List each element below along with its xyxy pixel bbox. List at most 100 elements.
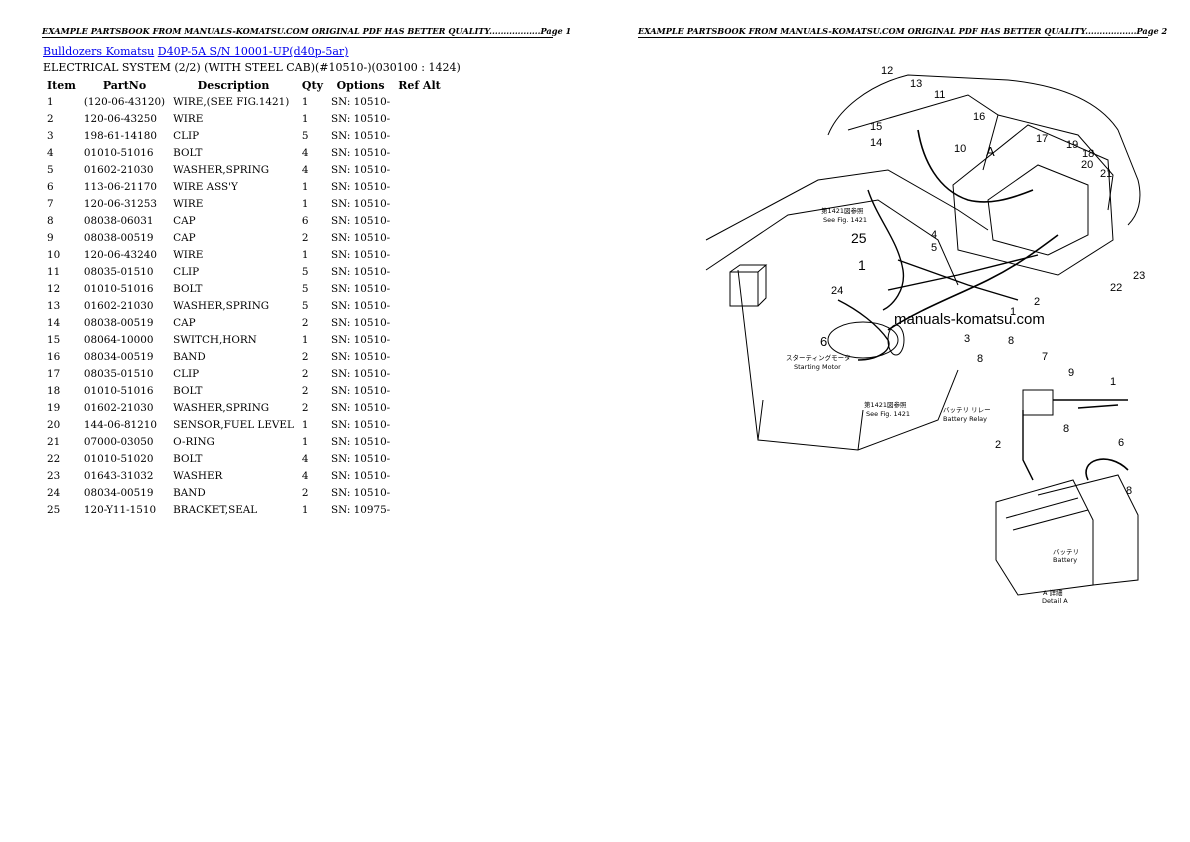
refalt-cell: [394, 365, 445, 382]
options-cell: SN: 10510-: [330, 486, 391, 499]
battery-cable: [1085, 458, 1129, 481]
breadcrumb-model-link[interactable]: D40P-5A S/N 10001-UP(d40p-5ar): [157, 45, 349, 58]
starting-motor: [827, 321, 899, 359]
qty-cell: 1: [301, 333, 309, 346]
item-cell: 9: [47, 231, 54, 244]
lower-body-edge: [757, 399, 864, 451]
partno-cell: 08064-10000: [83, 333, 154, 346]
partno-cell: 01010-51020: [83, 452, 154, 465]
qty-cell: 5: [301, 299, 309, 312]
callout-1b: 1: [1010, 306, 1016, 318]
callout-24: 24: [831, 285, 843, 297]
refalt-cell: [394, 501, 445, 518]
description-cell: WASHER,SPRING: [173, 163, 270, 176]
note-see-fig-en-2: See Fig. 1421: [866, 410, 910, 418]
control-box-top: [729, 264, 768, 307]
refalt-cell: [394, 246, 445, 263]
partno-cell: 08034-00519: [83, 350, 154, 363]
item-cell: 1: [47, 95, 54, 108]
options-cell: SN: 10510-: [330, 435, 391, 448]
refalt-cell: [394, 127, 445, 144]
description-cell: BOLT: [173, 282, 203, 295]
relay-wire: [1053, 399, 1128, 409]
refalt-cell: [394, 280, 445, 297]
partno-cell: 08038-00519: [83, 231, 154, 244]
options-cell: SN: 10510-: [330, 180, 391, 193]
description-cell: SENSOR,FUEL LEVEL: [173, 418, 294, 431]
item-cell: 12: [47, 282, 61, 295]
partno-cell: 01010-51016: [83, 282, 154, 295]
callout-25: 25: [851, 230, 867, 246]
refalt-cell: [394, 348, 445, 365]
partno-cell: 01010-51016: [83, 146, 154, 159]
item-cell: 18: [47, 384, 61, 397]
item-cell: 19: [47, 401, 61, 414]
wire-side: [887, 254, 1039, 291]
refalt-cell: [394, 399, 445, 416]
fender-outline: [705, 169, 989, 241]
description-cell: WIRE: [173, 197, 204, 210]
qty-cell: 2: [301, 367, 309, 380]
item-cell: 16: [47, 350, 61, 363]
item-cell: 11: [47, 265, 61, 278]
qty-cell: 4: [301, 469, 309, 482]
callout-18: 18: [1082, 148, 1094, 160]
refalt-cell: [394, 195, 445, 212]
description-cell: WASHER,SPRING: [173, 401, 270, 414]
page-header-left: EXAMPLE PARTSBOOK FROM MANUALS-KOMATSU.C…: [42, 26, 572, 36]
options-cell: SN: 10510-: [330, 469, 391, 482]
breadcrumb: Bulldozers Komatsu D40P-5A S/N 10001-UP(…: [43, 45, 348, 58]
note-battery-relay: Battery Relay: [943, 415, 987, 423]
callout-8d: 8: [1126, 485, 1132, 497]
callout-14: 14: [870, 137, 882, 149]
callout-17: 17: [1036, 133, 1048, 145]
partno-cell: 113-06-21170: [83, 180, 158, 193]
breadcrumb-category-link[interactable]: Bulldozers Komatsu: [43, 45, 155, 58]
options-cell: SN: 10510-: [330, 112, 391, 125]
options-cell: SN: 10975-: [330, 503, 391, 516]
refalt-cell: [394, 110, 445, 127]
item-cell: 2: [47, 112, 54, 125]
callout-22: 22: [1110, 282, 1122, 294]
qty-cell: 5: [301, 129, 309, 142]
description-cell: SWITCH,HORN: [173, 333, 257, 346]
options-cell: SN: 10510-: [330, 316, 391, 329]
refalt-cell: [394, 433, 445, 450]
callout-13: 13: [910, 78, 922, 90]
callout-detail-a: A: [986, 144, 995, 159]
callout-19: 19: [1066, 139, 1078, 151]
description-cell: BOLT: [173, 452, 203, 465]
item-cell: 21: [47, 435, 61, 448]
qty-cell: 2: [301, 316, 309, 329]
note-see-fig-en-1: See Fig. 1421: [823, 216, 867, 224]
description-cell: WIRE,(SEE FIG.1421): [173, 95, 290, 108]
partno-cell: 01602-21030: [83, 299, 154, 312]
partno-cell: 120-Y11-1510: [83, 503, 157, 516]
item-cell: 24: [47, 486, 61, 499]
watermark: manuals-komatsu.com: [894, 311, 1045, 328]
callout-2: 2: [1034, 296, 1040, 308]
page-header-right: EXAMPLE PARTSBOOK FROM MANUALS-KOMATSU.C…: [638, 26, 1168, 36]
callout-15: 15: [870, 121, 882, 133]
qty-cell: 5: [301, 265, 309, 278]
refalt-cell: [394, 331, 445, 348]
section-title: ELECTRICAL SYSTEM (2/2) (WITH STEEL CAB)…: [43, 61, 461, 74]
item-cell: 14: [47, 316, 61, 329]
qty-cell: 4: [301, 146, 309, 159]
partno-cell: 01602-21030: [83, 401, 154, 414]
description-cell: CAP: [173, 231, 196, 244]
refalt-cell: [394, 416, 445, 433]
